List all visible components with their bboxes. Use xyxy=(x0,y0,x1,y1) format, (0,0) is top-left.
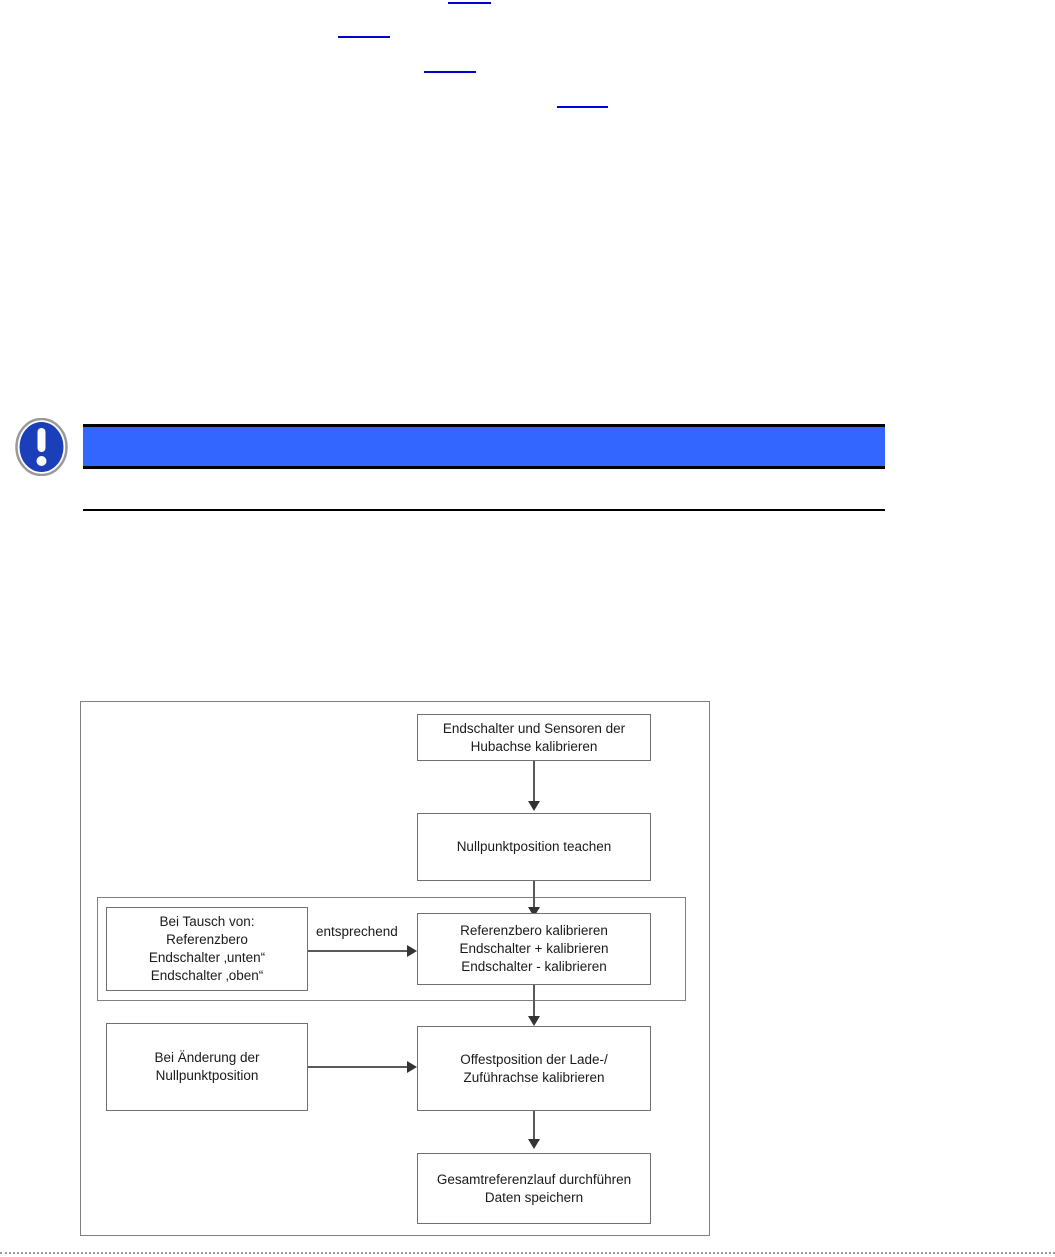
node-line: Daten speichern xyxy=(484,1189,584,1205)
node-line: Bei Tausch von: xyxy=(159,914,255,929)
arrowhead-n1-n2 xyxy=(528,801,540,811)
connector-n2-n4 xyxy=(533,881,535,911)
arrowhead-n5-n6 xyxy=(407,1061,417,1073)
flowchart-node-bei-aenderung-nullpunktposition[interactable]: Bei Änderung der Nullpunktposition xyxy=(106,1023,308,1111)
flowchart-node-gesamtreferenzlauf-daten-speichern[interactable]: Gesamtreferenzlauf durchführen Daten spe… xyxy=(417,1153,651,1224)
toc-link-2[interactable] xyxy=(338,36,390,38)
node-line: Zuführachse kalibrieren xyxy=(463,1069,605,1085)
node-line: Endschalter ‚oben“ xyxy=(150,968,264,983)
notice-message-bar xyxy=(83,424,885,469)
node-line: Endschalter und Sensoren der xyxy=(442,720,626,736)
flowchart-node-endschalter-sensoren-hubachse[interactable]: Endschalter und Sensoren der Hubachse ka… xyxy=(417,714,651,761)
page-break-divider xyxy=(0,1252,1055,1254)
node-line: Nullpunktposition xyxy=(155,1068,259,1083)
mandatory-action-exclamation-icon xyxy=(15,417,68,477)
flowchart-node-bei-tausch-von[interactable]: Bei Tausch von: Referenzbero Endschalter… xyxy=(106,907,308,991)
connector-n6-n7 xyxy=(533,1111,535,1143)
connector-n5-n6 xyxy=(308,1066,410,1068)
node-line: Offestposition der Lade-/ xyxy=(460,1051,608,1067)
notice-banner xyxy=(0,205,1055,477)
node-line: Bei Änderung der xyxy=(154,1050,260,1065)
node-line: Gesamtreferenzlauf durchführen xyxy=(436,1171,632,1187)
arrowhead-n6-n7 xyxy=(528,1139,540,1149)
flowchart-node-nullpunktposition-teachen[interactable]: Nullpunktposition teachen xyxy=(417,813,651,881)
connector-n3-n4 xyxy=(308,950,410,952)
node-line: Hubachse kalibrieren xyxy=(470,738,598,754)
flowchart-node-referenzbero-endschalter-kalibrieren[interactable]: Referenzbero kalibrieren Endschalter + k… xyxy=(417,913,651,985)
connector-n1-n2 xyxy=(533,761,535,803)
toc-link-4[interactable] xyxy=(557,106,608,108)
section-divider xyxy=(83,509,885,511)
arrowhead-n2-n4 xyxy=(528,907,540,917)
calibration-workflow-flowchart: Endschalter und Sensoren der Hubachse ka… xyxy=(80,701,710,1236)
toc-link-1[interactable] xyxy=(448,2,491,4)
edge-label-entsprechend: entsprechend xyxy=(314,924,400,939)
arrowhead-n4-n6 xyxy=(528,1016,540,1026)
node-line: Referenzbero kalibrieren xyxy=(460,923,608,938)
arrowhead-n3-n4 xyxy=(407,945,417,957)
node-line: Endschalter + kalibrieren xyxy=(459,941,609,956)
toc-link-3[interactable] xyxy=(424,71,476,73)
node-line: Endschalter - kalibrieren xyxy=(461,959,607,974)
flowchart-node-offestposition-lade-zufuehrachse[interactable]: Offestposition der Lade-/ Zuführachse ka… xyxy=(417,1026,651,1111)
node-line: Endschalter ‚unten“ xyxy=(148,950,266,965)
node-line: Referenzbero xyxy=(166,932,248,947)
node-line: Nullpunktposition teachen xyxy=(456,839,612,854)
connector-n4-n6 xyxy=(533,985,535,1021)
flowchart-group-box xyxy=(97,897,686,1001)
